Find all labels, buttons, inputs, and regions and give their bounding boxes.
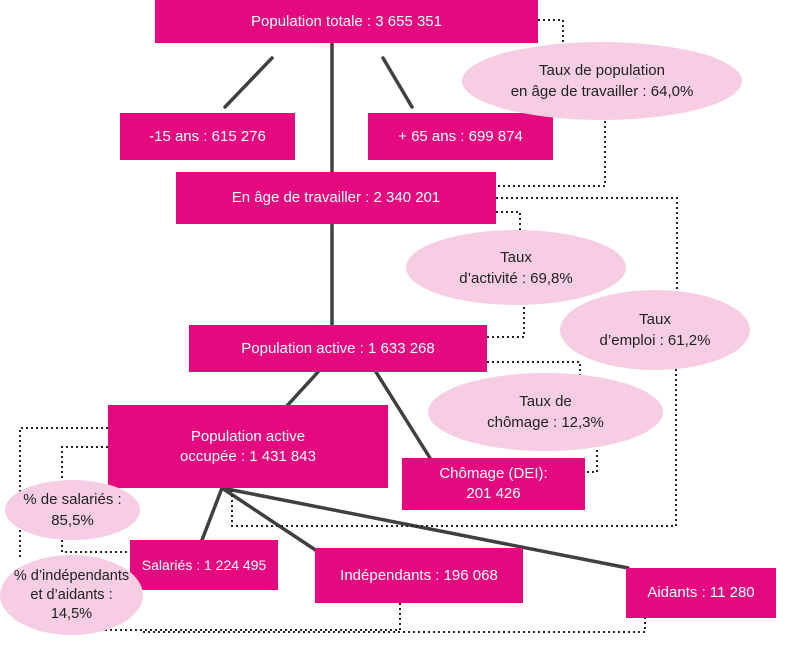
link-active-to-unemployed [374,370,432,460]
pct-salaried-ellipse: % de salariés : 85,5% [5,480,140,540]
rate-activity-ellipse: Taux d’activité : 69,8% [406,230,626,305]
rate-unemployment-ellipse: Taux de chômage : 12,3% [428,373,663,451]
dotted-pct-salaried-to-salaried [61,540,130,553]
salaried-box: Salariés : 1 224 495 [130,540,278,590]
dotted-working-age-to-rate-activity [496,211,521,232]
unemployment-box: Chômage (DEI): 201 426 [402,458,585,510]
unemployment-label: Chômage (DEI): 201 426 [439,465,548,502]
helpers-box: Aidants : 11 280 [626,568,776,618]
rate-population-ellipse: Taux de population en âge de travailler … [462,42,742,120]
link-total-to-over65 [381,56,414,109]
dotted-active-to-rate-unemployment [487,361,581,376]
link-active-to-employed [283,370,320,410]
independent-box: Indépendants : 196 068 [315,548,523,603]
link-employed-to-independent [220,486,322,555]
dotted-total-to-rate-pop [538,19,564,50]
dotted-helpers-to-pct-indep [140,612,646,633]
dotted-rate-employment-to-employed [231,364,677,527]
dotted-rate-unemployment-to-chomage [585,440,598,473]
active-population-box: Population active : 1 633 268 [189,325,487,372]
pct-independent-ellipse: % d’indépendants et d’aidants : 14,5% [0,555,143,635]
link-employed-to-helpers [220,486,630,570]
working-age-box: En âge de travailler : 2 340 201 [176,172,496,224]
link-employed-to-salaried [200,486,224,542]
employed-population-box: Population active occupée : 1 431 843 [108,405,388,488]
link-total-to-under15 [223,56,274,109]
dotted-working-age-to-rate-employment [496,197,678,300]
dotted-rate-pop-to-working-age [496,96,606,187]
under-15-box: -15 ans : 615 276 [120,113,295,160]
employed-population-label: Population active occupée : 1 431 843 [180,427,316,465]
dotted-rate-activity-to-active [487,292,525,338]
dotted-employed-to-pct-salaried [61,446,108,482]
over-65-box: + 65 ans : 699 874 [368,113,553,160]
rate-employment-ellipse: Taux d’emploi : 61,2% [560,290,750,370]
population-totale-box: Population totale : 3 655 351 [155,0,538,43]
